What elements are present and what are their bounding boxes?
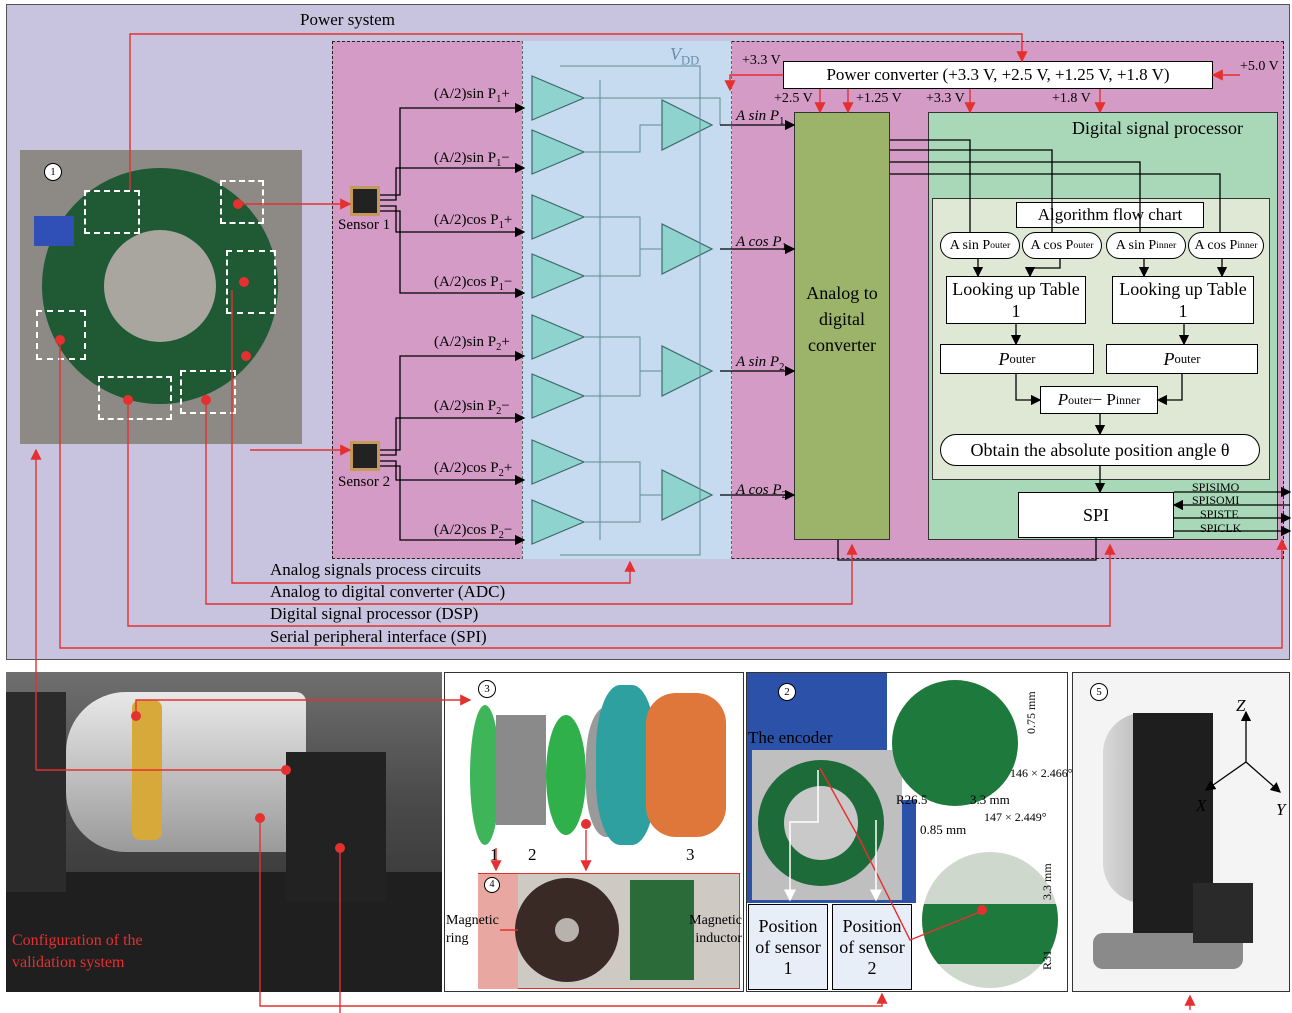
dim-147: 147 × 2.449°	[984, 810, 1047, 825]
legend-spi: Serial peripheral interface (SPI)	[270, 627, 487, 647]
axis-y-label: Y	[1276, 800, 1285, 820]
v125-label: +1.25 V	[856, 91, 902, 107]
dim-085: 0.85 mm	[920, 822, 966, 838]
vin-label: +5.0 V	[1240, 59, 1279, 75]
circle-1-badge: 1	[44, 163, 62, 181]
algorithm-title: Algorithm flow chart	[1016, 202, 1204, 228]
adc-input-4: A cos P2	[736, 482, 787, 501]
part-2-label: 2	[528, 845, 537, 865]
axis-z-label: Z	[1236, 696, 1245, 716]
adc-input-2: A cos P1	[736, 234, 787, 253]
signal-label-4: (A/2)cos P1−	[434, 274, 512, 293]
stage-photo	[1072, 672, 1290, 992]
signal-label-3: (A/2)cos P1+	[434, 212, 512, 231]
legend-dsp: Digital signal processor (DSP)	[270, 604, 478, 624]
v33-left-label: +3.3 V	[742, 53, 781, 69]
circle-5-badge: 5	[1090, 683, 1108, 701]
sensor-2-chip	[350, 441, 380, 471]
zoom-circle-top	[892, 680, 1018, 806]
signal-label-7: (A/2)cos P2+	[434, 460, 512, 479]
position-sensor-2: Position of sensor 2	[832, 904, 912, 990]
dim-r265: R26.5	[896, 792, 927, 808]
signal-label-6: (A/2)sin P2−	[434, 398, 510, 417]
power-system-label: Power system	[300, 10, 395, 30]
axis-x-label: X	[1196, 796, 1206, 816]
magnetic-ring-label: Magnetic ring	[446, 912, 506, 948]
magnetic-ring-hub	[555, 918, 579, 942]
zoom-circle-bottom	[922, 852, 1058, 988]
sensor-2-label: Sensor 2	[338, 474, 390, 491]
signal-label-1: (A/2)sin P1+	[434, 86, 510, 105]
v18-label: +1.8 V	[1052, 91, 1091, 107]
exploded-view-drawing	[456, 685, 736, 855]
spi-signal-2: SPISOMI	[1192, 493, 1239, 508]
the-encoder-label: The encoder	[748, 728, 832, 748]
dim-146: 146 × 2.466°	[1010, 766, 1073, 781]
legend-adc: Analog to digital converter (ADC)	[270, 582, 505, 602]
encoder-ring-hole	[784, 786, 858, 860]
v25-label: +2.5 V	[774, 91, 813, 107]
circle-2-badge: 2	[778, 683, 796, 701]
obtain-angle-box: Obtain the absolute position angle θ	[940, 434, 1260, 466]
spi-box: SPI	[1018, 492, 1174, 538]
opamp-region	[522, 41, 732, 559]
part-3-label: 3	[686, 845, 695, 865]
magnetic-inductor-label: Magnetic inductor	[676, 912, 742, 948]
config-caption: Configuration of the validation system	[12, 930, 192, 974]
dsp-title: Digital signal processor	[1072, 118, 1243, 139]
circle-3-badge: 3	[478, 680, 496, 698]
legend-analog: Analog signals process circuits	[270, 560, 481, 580]
adc-input-3: A sin P2	[736, 354, 784, 373]
adc-input-1: A sin P1	[736, 108, 784, 127]
lookup-table-right: Looking up Table 1	[1112, 276, 1254, 324]
signal-label-5: (A/2)sin P2+	[434, 334, 510, 353]
dim-33a: 3.3 mm	[970, 792, 1010, 808]
dim-r31: R31	[1040, 950, 1055, 970]
sensor-1-chip	[350, 186, 380, 216]
signal-label-2: (A/2)sin P1−	[434, 150, 510, 169]
sensor-1-label: Sensor 1	[338, 217, 390, 234]
v33-dsp-label: +3.3 V	[926, 91, 965, 107]
adc-label: Analog to digital converter	[794, 280, 890, 358]
power-converter-box: Power converter (+3.3 V, +2.5 V, +1.25 V…	[783, 61, 1213, 89]
dim-075: 0.75 mm	[1024, 691, 1039, 734]
pcb-photo	[20, 150, 302, 444]
spi-signal-3: SPISTE	[1200, 507, 1239, 522]
position-sensor-1: Position of sensor 1	[748, 904, 828, 990]
vdd-label: VDD	[670, 44, 699, 69]
circle-4-badge: 4	[484, 877, 500, 893]
spi-signal-4: SPICLK	[1200, 521, 1241, 536]
part-1-label: 1	[490, 845, 499, 865]
dim-33b: 3.3 mm	[1040, 863, 1055, 900]
lookup-table-left: Looking up Table 1	[946, 276, 1086, 324]
signal-label-8: (A/2)cos P2−	[434, 522, 512, 541]
